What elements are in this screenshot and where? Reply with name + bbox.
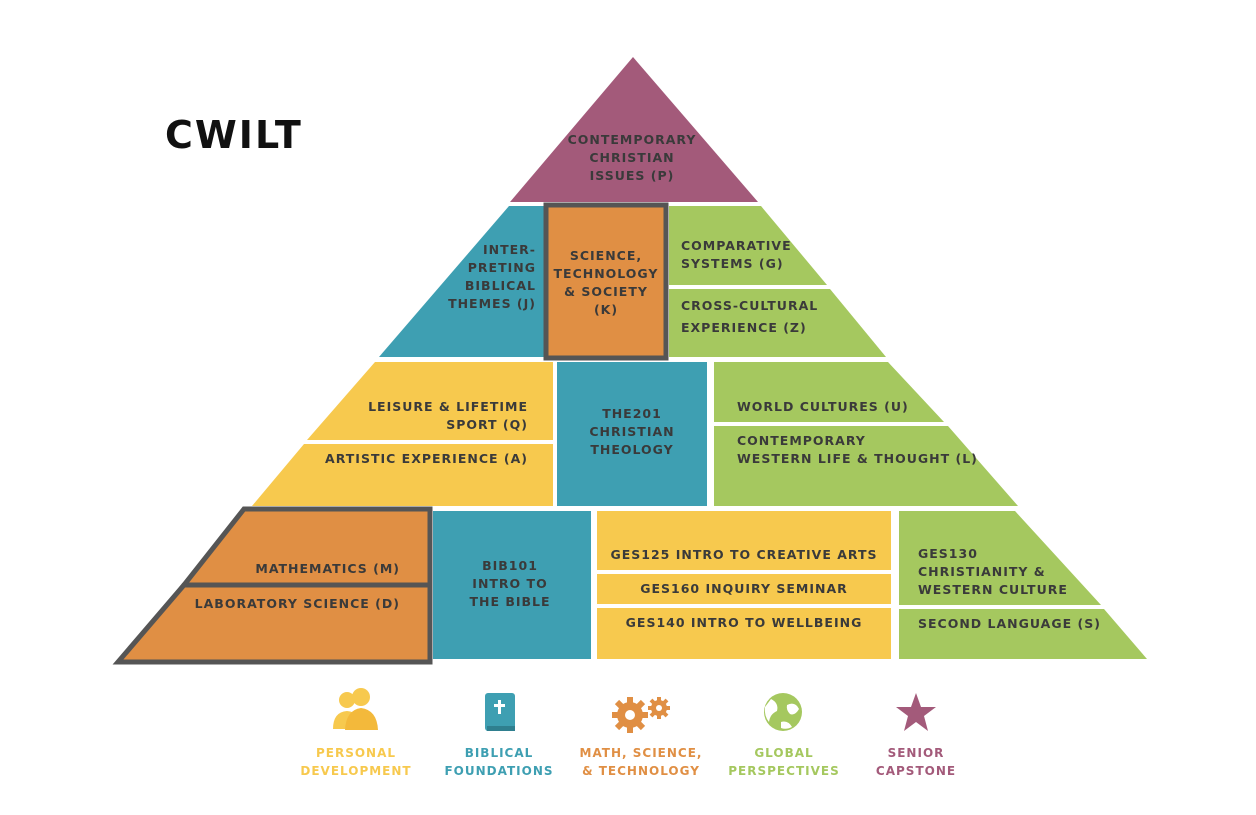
label-interpreting-line-2: PRETING — [468, 260, 536, 275]
label-sts-line-2: TECHNOLOGY — [554, 266, 659, 281]
label-capstone-line-3: ISSUES (P) — [590, 168, 675, 183]
label-artistic-line-1: ARTISTIC EXPERIENCE (A) — [325, 451, 528, 466]
people-icon — [333, 688, 378, 730]
cell-secondlanguage — [899, 609, 1147, 659]
legend-biblical-label-line-1: BIBLICAL — [465, 746, 534, 760]
label-secondlanguage-line-1: SECOND LANGUAGE (S) — [918, 616, 1101, 631]
cell-worldcultures — [714, 362, 944, 422]
label-ges160-line-1: GES160 INQUIRY SEMINAR — [640, 581, 848, 596]
label-sts-line-4: (K) — [594, 302, 618, 317]
cell-contemporarywestern — [714, 426, 1018, 506]
cell-crosscultural — [669, 289, 886, 357]
legend-senior-label-line-1: SENIOR — [888, 746, 945, 760]
cell-ges160 — [597, 574, 891, 604]
label-contemporarywestern-line-1: CONTEMPORARY — [737, 433, 866, 448]
legend-senior-label-line-2: CAPSTONE — [876, 764, 956, 778]
label-ges130-line-3: WESTERN CULTURE — [918, 582, 1068, 597]
label-ges125-line-1: GES125 INTRO TO CREATIVE ARTS — [610, 547, 877, 562]
cell-the201 — [557, 362, 707, 506]
gears-icon — [612, 697, 670, 733]
legend-personal-label-line-1: PERSONAL — [316, 746, 396, 760]
label-the201-line-2: CHRISTIAN — [589, 424, 674, 439]
label-mathematics-line-1: MATHEMATICS (M) — [255, 561, 400, 576]
label-worldcultures-line-1: WORLD CULTURES (U) — [737, 399, 909, 414]
cell-interpreting — [379, 206, 546, 357]
label-capstone-line-2: CHRISTIAN — [589, 150, 674, 165]
cell-ges140 — [597, 608, 891, 659]
globe-icon — [764, 693, 802, 731]
label-crosscultural-line-2: EXPERIENCE (Z) — [681, 320, 807, 335]
bible-icon — [485, 693, 515, 731]
legend-math-label-line-2: & TECHNOLOGY — [582, 764, 700, 778]
label-crosscultural-line-1: CROSS-CULTURAL — [681, 298, 818, 313]
label-bib101-line-1: BIB101 — [482, 558, 538, 573]
cell-comparative — [669, 206, 827, 285]
legend-math-label-line-1: MATH, SCIENCE, — [580, 746, 703, 760]
label-ges140-line-1: GES140 INTRO TO WELLBEING — [626, 615, 863, 630]
cell-bib101 — [433, 511, 591, 659]
label-the201-line-3: THEOLOGY — [590, 442, 673, 457]
cell-leisure — [307, 362, 553, 440]
label-bib101-line-2: INTRO TO — [472, 576, 547, 591]
label-ges130-line-1: GES130 — [918, 546, 978, 561]
label-the201-line-1: THE201 — [602, 406, 662, 421]
label-comparative-line-1: COMPARATIVE — [681, 238, 792, 253]
cell-ges130 — [899, 511, 1101, 605]
label-leisure-line-1: LEISURE & LIFETIME — [368, 399, 528, 414]
legend-global-label-line-2: PERSPECTIVES — [728, 764, 839, 778]
label-capstone-line-1: CONTEMPORARY — [568, 132, 697, 147]
cell-ges125 — [597, 511, 891, 570]
cell-capstone — [510, 57, 758, 202]
diagram-title: CWILT — [165, 113, 303, 157]
label-sts-line-1: SCIENCE, — [570, 248, 642, 263]
cell-artistic — [252, 444, 553, 506]
label-interpreting-line-3: BIBLICAL — [465, 278, 536, 293]
label-comparative-line-2: SYSTEMS (G) — [681, 256, 784, 271]
label-labscience-line-1: LABORATORY SCIENCE (D) — [195, 596, 400, 611]
label-interpreting-line-4: THEMES (J) — [448, 296, 536, 311]
cell-labscience — [112, 582, 433, 665]
label-bib101-line-3: THE BIBLE — [469, 594, 550, 609]
label-contemporarywestern-line-2: WESTERN LIFE & THOUGHT (L) — [737, 451, 978, 466]
label-sts-line-3: & SOCIETY — [564, 284, 648, 299]
star-icon — [896, 693, 936, 731]
cell-sts — [543, 202, 669, 361]
label-interpreting-line-1: INTER- — [483, 242, 536, 257]
label-ges130-line-2: CHRISTIANITY & — [918, 564, 1046, 579]
label-leisure-line-2: SPORT (Q) — [446, 417, 528, 432]
legend-biblical-label-line-2: FOUNDATIONS — [444, 764, 553, 778]
legend-global-label-line-1: GLOBAL — [754, 746, 813, 760]
legend-personal-label-line-2: DEVELOPMENT — [300, 764, 411, 778]
